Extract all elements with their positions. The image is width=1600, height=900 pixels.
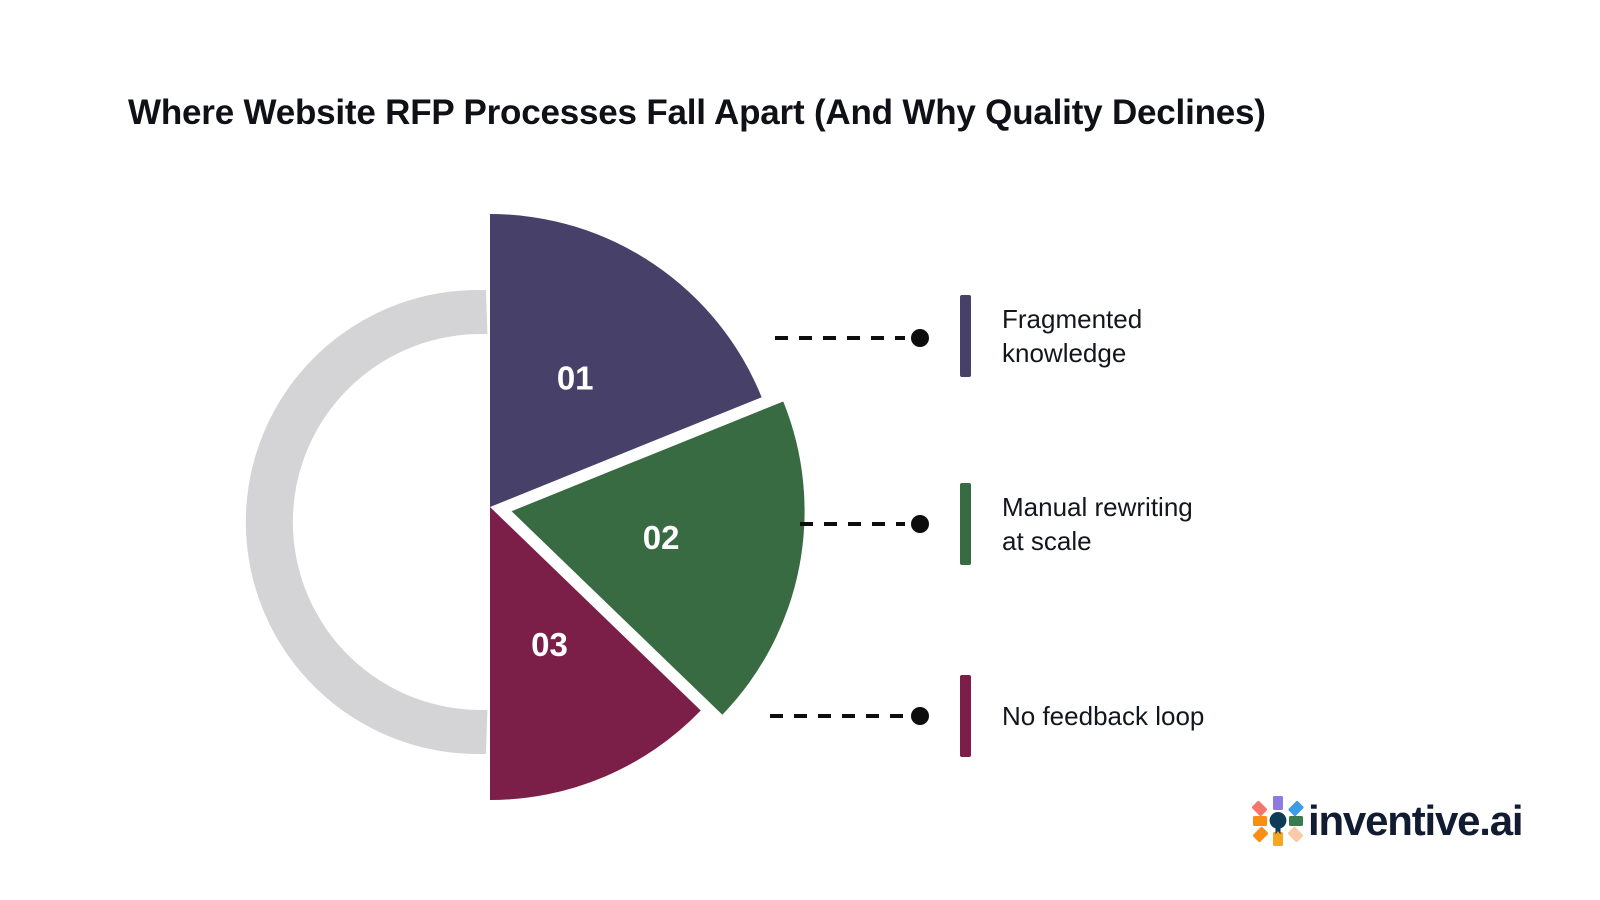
pie-slice-02[interactable] xyxy=(511,401,805,715)
pie-slice-01[interactable] xyxy=(490,214,762,507)
legend-color-swatch xyxy=(960,295,971,377)
inventive-pinwheel-icon xyxy=(1252,796,1304,846)
pie-slice-label-02: 02 xyxy=(643,519,680,556)
legend-color-swatch xyxy=(960,675,971,757)
legend-item-fragmented-knowledge[interactable]: Fragmented knowledge xyxy=(960,295,1142,377)
leader-dot-03 xyxy=(911,707,929,725)
legend-item-label: No feedback loop xyxy=(1002,700,1205,731)
pinwheel-petals xyxy=(1252,796,1304,846)
pie-slice-label-01: 01 xyxy=(557,359,594,396)
legend-item-label: Fragmented knowledge xyxy=(1002,303,1143,368)
petal-bottom-amber xyxy=(1273,832,1283,846)
pinwheel-center-tail xyxy=(1275,825,1281,835)
background-ring xyxy=(245,289,488,755)
page-title: Where Website RFP Processes Fall Apart (… xyxy=(128,93,1266,132)
legend-item-manual-rewriting[interactable]: Manual rewriting at scale xyxy=(960,483,1193,565)
petal-left-orange xyxy=(1253,816,1267,826)
legend-item-no-feedback-loop[interactable]: No feedback loop xyxy=(960,675,1204,757)
petal-top-purple xyxy=(1273,796,1283,810)
petal-topright-blue xyxy=(1288,800,1304,817)
pinwheel-center-navy xyxy=(1269,812,1287,829)
brand-logo[interactable]: inventive.ai xyxy=(1252,795,1524,847)
leader-dot-01 xyxy=(911,329,929,347)
petal-topleft-salmon xyxy=(1252,800,1268,817)
petal-bottomright-peach xyxy=(1287,826,1304,843)
petal-bottomleft-orange xyxy=(1252,826,1269,843)
legend-color-swatch xyxy=(960,483,971,565)
brand-name: inventive.ai xyxy=(1308,797,1524,844)
leader-dot-02 xyxy=(911,515,929,533)
pie-slice-03[interactable] xyxy=(490,507,701,800)
legend-item-label: Manual rewriting at scale xyxy=(1002,491,1193,556)
pie-slices xyxy=(490,214,805,800)
pie-slice-label-03: 03 xyxy=(531,626,568,663)
petal-right-green xyxy=(1289,816,1303,826)
leader-lines xyxy=(770,329,929,725)
